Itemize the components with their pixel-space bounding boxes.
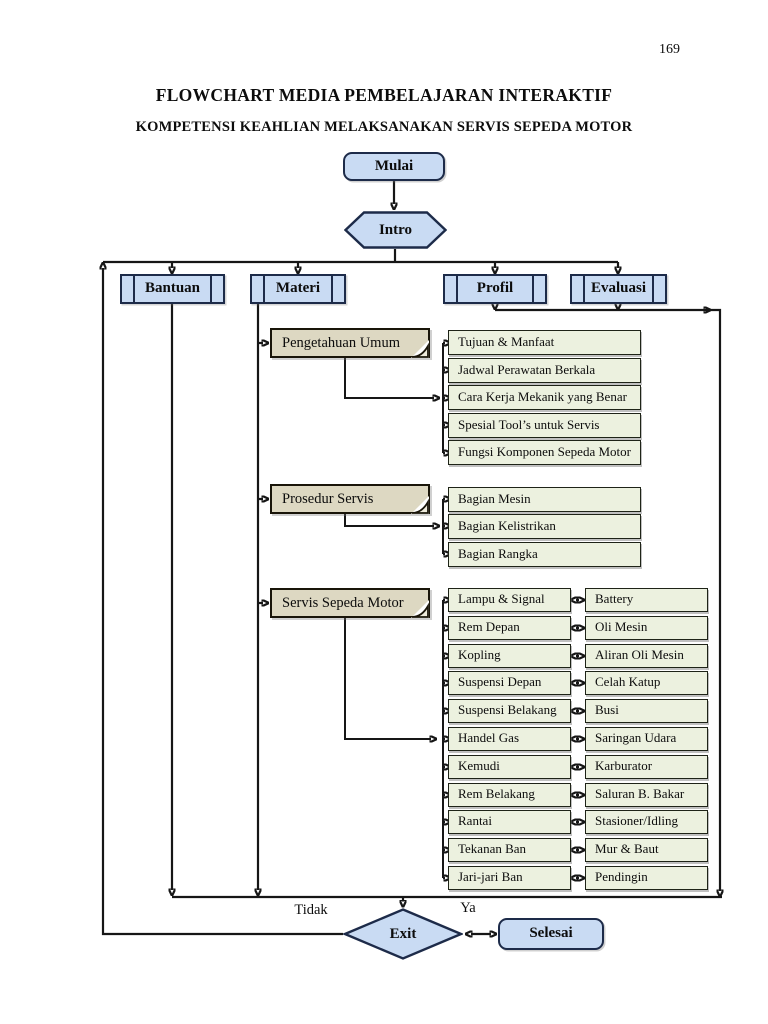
list-item[interactable]: Saluran B. Bakar — [585, 783, 708, 807]
exit-decision-node[interactable]: Exit — [343, 908, 463, 960]
button-side-tab — [331, 276, 344, 302]
list-item[interactable]: Rantai — [448, 810, 571, 834]
end-node-selesai[interactable]: Selesai — [498, 918, 604, 950]
button-side-tab — [572, 276, 585, 302]
section-title: Pengetahuan Umum — [282, 335, 400, 351]
intro-label: Intro — [378, 221, 413, 238]
section-title: Prosedur Servis — [282, 491, 374, 507]
list-item[interactable]: Battery — [585, 588, 708, 612]
list-item[interactable]: Lampu & Signal — [448, 588, 571, 612]
menu-button-label: Materi — [275, 280, 321, 296]
list-item[interactable]: Tujuan & Manfaat — [448, 330, 641, 355]
button-side-tab — [252, 276, 265, 302]
diamond-shape — [343, 908, 463, 960]
button-side-tab — [445, 276, 458, 302]
list-item[interactable]: Kemudi — [448, 755, 571, 779]
list-item[interactable]: Jari-jari Ban — [448, 866, 571, 890]
start-node-mulai[interactable]: Mulai — [343, 152, 445, 181]
list-item[interactable]: Bagian Kelistrikan — [448, 514, 641, 539]
list-item[interactable]: Bagian Rangka — [448, 542, 641, 567]
branch-label-tidak: Tidak — [294, 902, 328, 918]
list-item[interactable]: Spesial Tool’s untuk Servis — [448, 413, 641, 438]
list-item[interactable]: Pendingin — [585, 866, 708, 890]
button-side-tab — [122, 276, 135, 302]
menu-button-label: Bantuan — [144, 280, 201, 296]
menu-button-materi[interactable]: Materi — [250, 274, 346, 304]
page-title: FLOWCHART MEDIA PEMBELAJARAN INTERAKTIF — [155, 85, 613, 105]
list-item[interactable]: Aliran Oli Mesin — [585, 644, 708, 668]
list-item[interactable]: Oli Mesin — [585, 616, 708, 640]
list-item[interactable]: Tekanan Ban — [448, 838, 571, 862]
list-item[interactable]: Handel Gas — [448, 727, 571, 751]
folded-corner — [411, 496, 429, 514]
list-item[interactable]: Saringan Udara — [585, 727, 708, 751]
list-item[interactable]: Bagian Mesin — [448, 487, 641, 512]
list-item[interactable]: Kopling — [448, 644, 571, 668]
list-item[interactable]: Cara Kerja Mekanik yang Benar — [448, 385, 641, 410]
menu-button-evaluasi[interactable]: Evaluasi — [570, 274, 667, 304]
section-servis-sepeda-motor[interactable]: Servis Sepeda Motor — [270, 588, 430, 618]
section-prosedur-servis[interactable]: Prosedur Servis — [270, 484, 430, 514]
list-item[interactable]: Busi — [585, 699, 708, 723]
hexagon-shape — [344, 211, 447, 249]
folded-corner — [411, 600, 429, 618]
button-side-tab — [652, 276, 665, 302]
menu-button-label: Evaluasi — [590, 280, 647, 296]
list-item[interactable]: Fungsi Komponen Sepeda Motor — [448, 440, 641, 465]
folded-corner — [411, 340, 429, 358]
page-subtitle: KOMPETENSI KEAHLIAN MELAKSANAKAN SERVIS … — [135, 119, 633, 135]
section-title: Servis Sepeda Motor — [282, 595, 404, 611]
page-number: 169 — [659, 42, 680, 57]
button-side-tab — [532, 276, 545, 302]
exit-label: Exit — [389, 925, 417, 942]
list-item[interactable]: Stasioner/Idling — [585, 810, 708, 834]
list-item[interactable]: Celah Katup — [585, 671, 708, 695]
list-item[interactable]: Suspensi Belakang — [448, 699, 571, 723]
list-item[interactable]: Jadwal Perawatan Berkala — [448, 358, 641, 383]
section-pengetahuan-umum[interactable]: Pengetahuan Umum — [270, 328, 430, 358]
button-side-tab — [210, 276, 223, 302]
list-item[interactable]: Karburator — [585, 755, 708, 779]
menu-button-bantuan[interactable]: Bantuan — [120, 274, 225, 304]
branch-label-ya: Ya — [460, 900, 476, 916]
menu-button-label: Profil — [476, 280, 514, 296]
intro-node[interactable]: Intro — [344, 211, 447, 249]
list-item[interactable]: Rem Belakang — [448, 783, 571, 807]
list-item[interactable]: Suspensi Depan — [448, 671, 571, 695]
list-item[interactable]: Mur & Baut — [585, 838, 708, 862]
menu-button-profil[interactable]: Profil — [443, 274, 547, 304]
list-item[interactable]: Rem Depan — [448, 616, 571, 640]
